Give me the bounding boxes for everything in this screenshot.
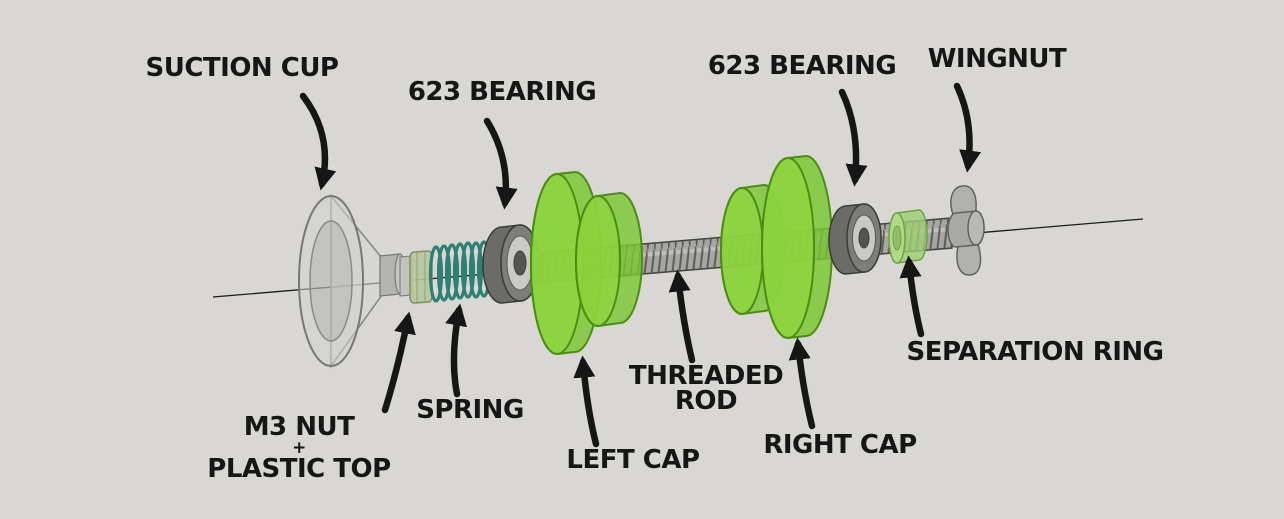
label-spring: SPRING (416, 395, 524, 425)
label-wingnut: WINGNUT (927, 44, 1067, 74)
label-m3-nut-plastic-top: M3 NUT + PLASTIC TOP (207, 412, 391, 485)
left-cap-part (530, 170, 643, 356)
arrow-suction-cup (299, 92, 337, 191)
arrow-bearing-left (483, 117, 518, 210)
bearing-right-part (828, 203, 882, 275)
bearing-left-part (482, 224, 540, 304)
label-left-cap: LEFT CAP (566, 445, 700, 475)
m3-nut-plastic-top-part (399, 250, 433, 304)
suction-cup-part (298, 193, 406, 369)
label-623-bearing-right: 623 BEARING (707, 51, 897, 81)
annotation-arrows (299, 82, 982, 448)
right-cap-part (720, 154, 833, 340)
arrow-wingnut (953, 82, 982, 173)
arrow-separation-ring (899, 255, 925, 338)
label-line-threaded: THREADED (628, 361, 784, 391)
label-line-plastic-top: PLASTIC TOP (207, 454, 391, 485)
label-right-cap: RIGHT CAP (763, 430, 917, 460)
arrow-right-cap (788, 337, 816, 430)
arrow-m3-nut (381, 311, 416, 414)
label-line-plus: + (292, 438, 306, 459)
wingnut-part (947, 185, 985, 276)
label-separation-ring: SEPARATION RING (906, 337, 1164, 367)
label-suction-cup: SUCTION CUP (145, 53, 340, 83)
label-line-rod: ROD (674, 386, 738, 417)
label-line-m3-nut: M3 NUT (243, 412, 355, 442)
arrow-bearing-right (838, 88, 868, 187)
arrow-left-cap (573, 355, 600, 448)
label-623-bearing-left: 623 BEARING (407, 77, 597, 107)
arrow-threaded-rod (668, 269, 696, 364)
arrow-spring (445, 303, 468, 398)
label-threaded-rod: THREADED ROD (628, 361, 784, 417)
separation-ring-part (888, 209, 928, 264)
